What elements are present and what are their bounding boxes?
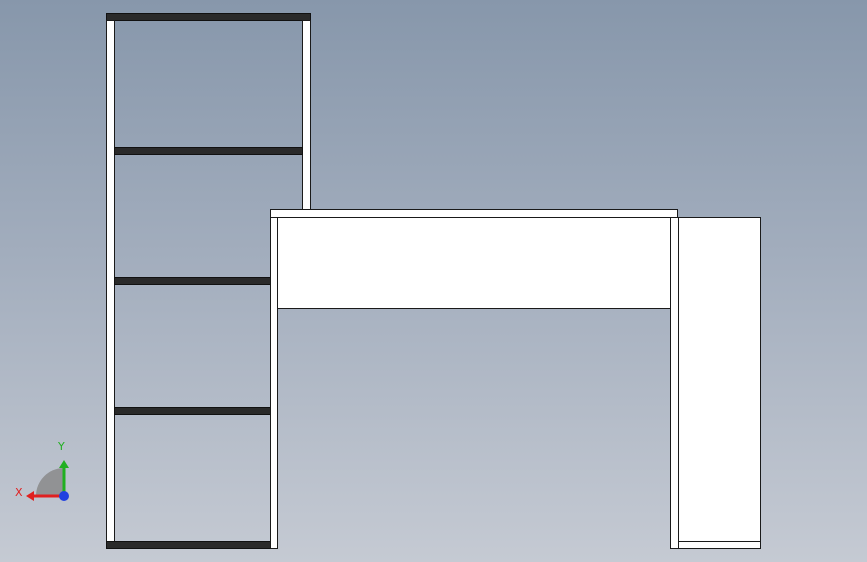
- desk-modesty-panel[interactable]: [277, 217, 671, 309]
- shelf-2[interactable]: [114, 277, 271, 285]
- shelf-1[interactable]: [114, 147, 303, 155]
- side-cabinet[interactable]: [678, 217, 761, 549]
- bookshelf-right-side[interactable]: [302, 20, 311, 210]
- desk-left-leg[interactable]: [270, 217, 278, 549]
- shelf-3[interactable]: [114, 407, 271, 415]
- z-axis-dot-icon: [59, 491, 69, 501]
- side-cabinet-base[interactable]: [678, 541, 761, 549]
- y-axis-label: Y: [58, 440, 65, 453]
- x-axis-label: X: [15, 486, 23, 499]
- y-axis-arrow-icon: [59, 460, 69, 468]
- x-axis-arrow-icon: [26, 491, 34, 501]
- orientation-triad: Y X: [12, 440, 82, 510]
- bookshelf-bottom-panel[interactable]: [106, 541, 272, 549]
- triad-graphic: [26, 460, 69, 501]
- triad-plane-icon: [36, 468, 64, 496]
- bookshelf-top-panel[interactable]: [106, 13, 311, 21]
